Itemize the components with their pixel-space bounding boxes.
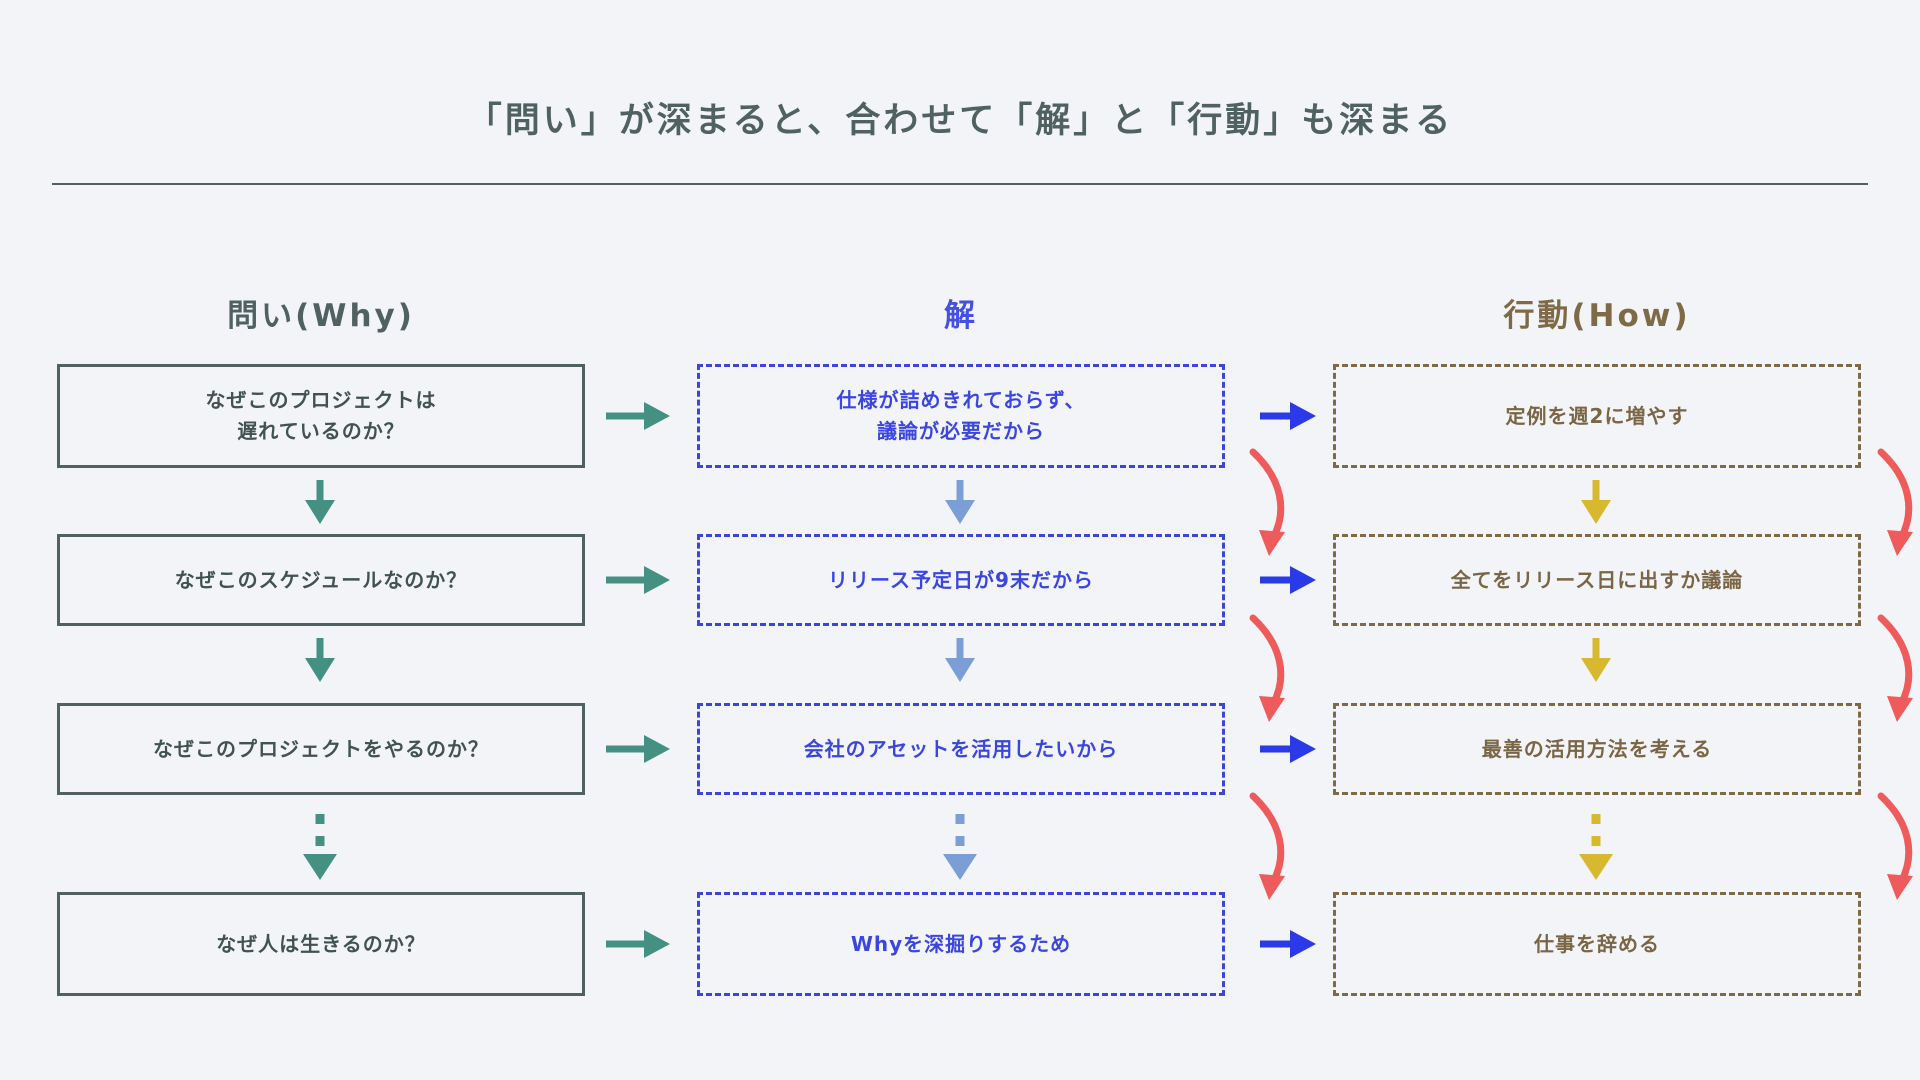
arrow-right-icon-why-to-answer-1	[604, 396, 676, 436]
arrow-down-icon-why-3	[297, 812, 343, 882]
why-box-3: なぜこのプロジェクトをやるのか？	[57, 703, 585, 795]
curved-arrow-down-icon-how-2	[1871, 612, 1920, 727]
curved-arrow-down-icon-answer-3	[1243, 790, 1305, 905]
title-divider	[52, 183, 1868, 185]
arrow-right-icon-why-to-answer-3	[604, 729, 676, 769]
why-box-2: なぜこのスケジュールなのか？	[57, 534, 585, 626]
answer-box-2: リリース予定日が9末だから	[697, 534, 1225, 626]
arrow-down-icon-how-1	[1573, 478, 1619, 526]
curved-arrow-down-icon-answer-2	[1243, 612, 1305, 727]
arrow-right-icon-why-to-answer-4	[604, 924, 676, 964]
column-header-answer: 解	[944, 298, 978, 334]
why-box-1: なぜこのプロジェクトは遅れているのか？	[57, 364, 585, 468]
arrow-right-icon-answer-to-how-4	[1258, 924, 1320, 964]
answer-box-1: 仕様が詰めきれておらず、議論が必要だから	[697, 364, 1225, 468]
arrow-down-icon-answer-3	[937, 812, 983, 882]
arrow-down-icon-how-2	[1573, 636, 1619, 684]
how-box-4: 仕事を辞める	[1333, 892, 1861, 996]
column-header-how: 行動(How)	[1503, 298, 1691, 334]
arrow-down-icon-answer-1	[937, 478, 983, 526]
how-box-1: 定例を週2に増やす	[1333, 364, 1861, 468]
curved-arrow-down-icon-how-3	[1871, 790, 1920, 905]
arrow-down-icon-why-1	[297, 478, 343, 526]
curved-arrow-down-icon-answer-1	[1243, 446, 1305, 561]
how-box-2: 全てをリリース日に出すか議論	[1333, 534, 1861, 626]
arrow-right-icon-answer-to-how-1	[1258, 396, 1320, 436]
arrow-right-icon-answer-to-how-3	[1258, 729, 1320, 769]
arrow-down-icon-how-3	[1573, 812, 1619, 882]
why-box-4: なぜ人は生きるのか？	[57, 892, 585, 996]
answer-box-4: Whyを深掘りするため	[697, 892, 1225, 996]
curved-arrow-down-icon-how-1	[1871, 446, 1920, 561]
how-box-3: 最善の活用方法を考える	[1333, 703, 1861, 795]
arrow-right-icon-answer-to-how-2	[1258, 560, 1320, 600]
arrow-down-icon-answer-2	[937, 636, 983, 684]
arrow-down-icon-why-2	[297, 636, 343, 684]
arrow-right-icon-why-to-answer-2	[604, 560, 676, 600]
page-title: 「問い」が深まると、合わせて「解」と「行動」も深まる	[466, 101, 1454, 141]
answer-box-3: 会社のアセットを活用したいから	[697, 703, 1225, 795]
column-header-why: 問い(Why)	[227, 298, 415, 334]
